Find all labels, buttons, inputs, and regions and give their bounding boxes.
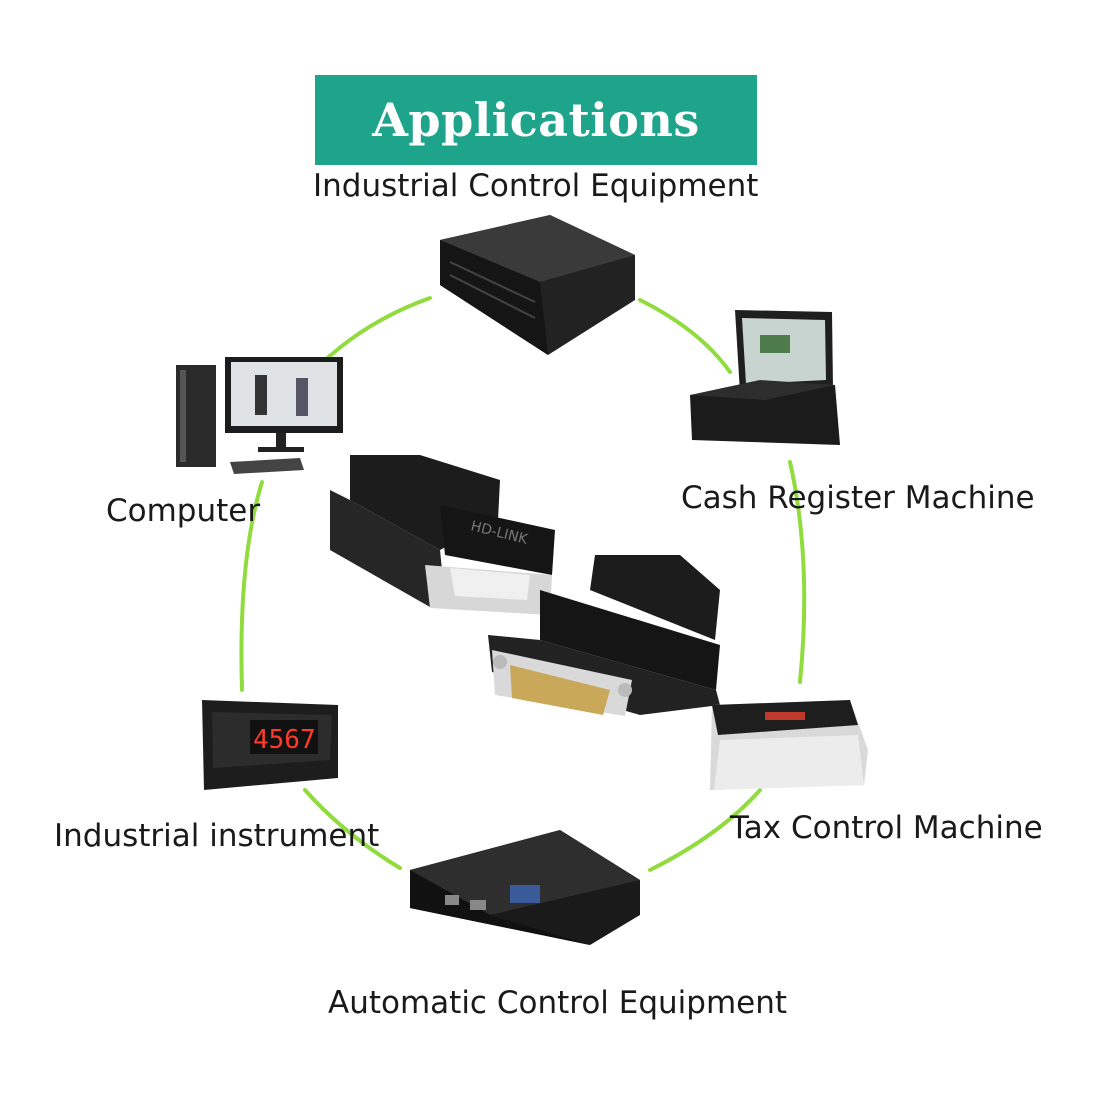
label-industrial-instrument: Industrial instrument — [54, 818, 380, 854]
page-title: Applications — [372, 93, 700, 147]
applications-banner: Applications — [315, 75, 757, 165]
label-industrial-control-equipment: Industrial Control Equipment — [313, 168, 759, 204]
computer-image — [176, 357, 343, 474]
cash-register-image — [690, 310, 840, 445]
label-cash-register-machine: Cash Register Machine — [681, 480, 1035, 516]
instrument-display-text: 4567 — [253, 725, 316, 755]
industrial-instrument-image: 4567 — [202, 700, 338, 790]
db15-female-connector-image: HD-LINK — [330, 455, 555, 615]
db15-male-connector-image — [488, 555, 720, 716]
label-tax-control-machine: Tax Control Machine — [730, 810, 1043, 846]
tax-control-machine-image — [710, 700, 868, 790]
automatic-control-equipment-image — [410, 830, 640, 945]
label-automatic-control-equipment: Automatic Control Equipment — [328, 985, 788, 1021]
rack-server-image — [440, 215, 635, 355]
label-computer: Computer — [106, 493, 261, 529]
